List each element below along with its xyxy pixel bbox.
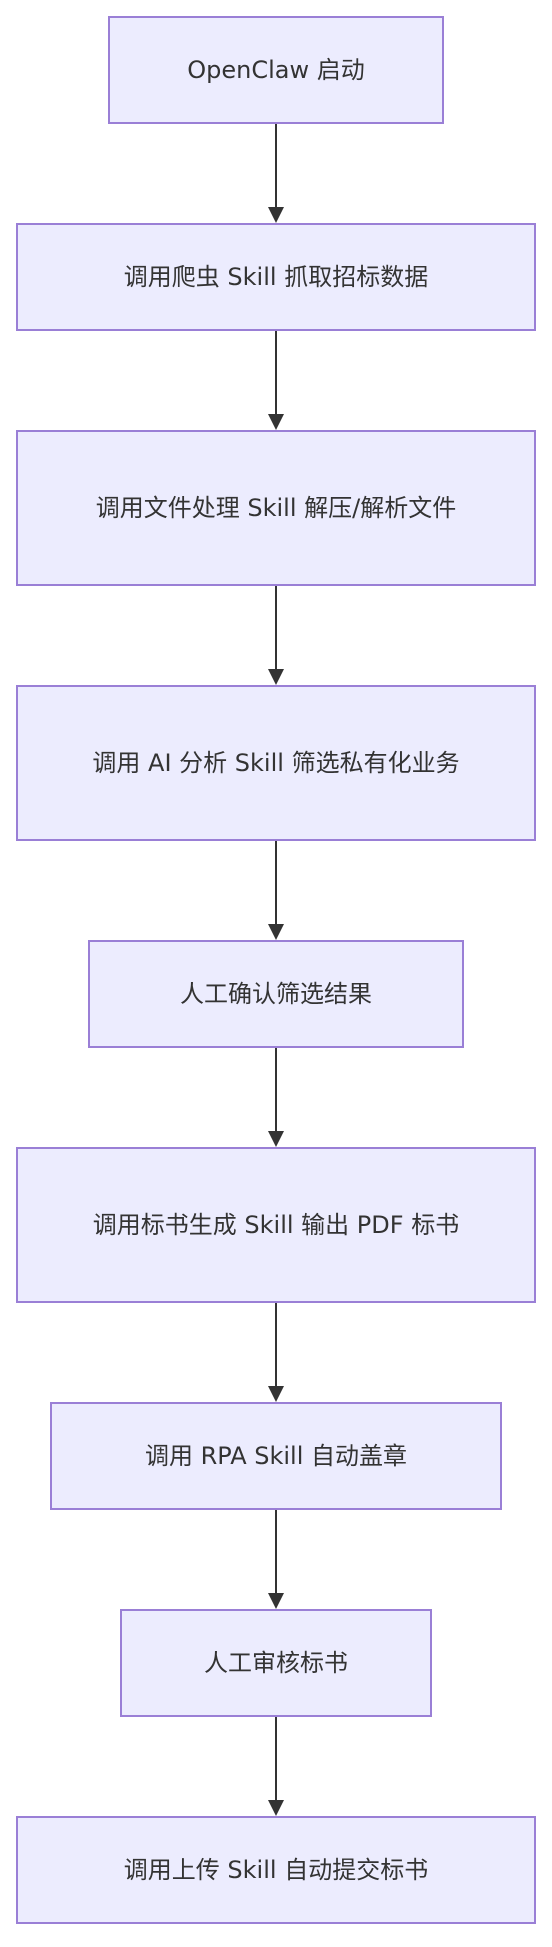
node-openclaw-start: OpenClaw 启动 xyxy=(108,16,444,124)
arrow-head-icon xyxy=(268,1800,284,1816)
node-ai-analysis-skill: 调用 AI 分析 Skill 筛选私有化业务 xyxy=(16,685,536,841)
arrow-head-icon xyxy=(268,207,284,223)
node-label: OpenClaw 启动 xyxy=(187,56,365,84)
node-bid-generation-skill: 调用标书生成 Skill 输出 PDF 标书 xyxy=(16,1147,536,1303)
node-file-processing-skill: 调用文件处理 Skill 解压/解析文件 xyxy=(16,430,536,586)
arrow-head-icon xyxy=(268,1386,284,1402)
arrow-head-icon xyxy=(268,1593,284,1609)
node-label: 调用文件处理 Skill 解压/解析文件 xyxy=(95,494,457,522)
arrow-head-icon xyxy=(268,414,284,430)
node-label: 人工确认筛选结果 xyxy=(180,980,372,1008)
node-manual-review: 人工审核标书 xyxy=(120,1609,432,1717)
arrow-head-icon xyxy=(268,669,284,685)
node-label: 调用标书生成 Skill 输出 PDF 标书 xyxy=(92,1211,460,1239)
node-manual-confirm: 人工确认筛选结果 xyxy=(88,940,464,1048)
arrow-head-icon xyxy=(268,924,284,940)
node-label: 调用上传 Skill 自动提交标书 xyxy=(123,1856,429,1884)
node-crawler-skill: 调用爬虫 Skill 抓取招标数据 xyxy=(16,223,536,331)
node-label: 调用 AI 分析 Skill 筛选私有化业务 xyxy=(92,749,460,777)
node-label: 调用 RPA Skill 自动盖章 xyxy=(144,1442,408,1470)
arrow-head-icon xyxy=(268,1131,284,1147)
node-rpa-stamp-skill: 调用 RPA Skill 自动盖章 xyxy=(50,1402,502,1510)
node-label: 人工审核标书 xyxy=(204,1649,348,1677)
node-label: 调用爬虫 Skill 抓取招标数据 xyxy=(123,263,429,291)
node-upload-skill: 调用上传 Skill 自动提交标书 xyxy=(16,1816,536,1924)
